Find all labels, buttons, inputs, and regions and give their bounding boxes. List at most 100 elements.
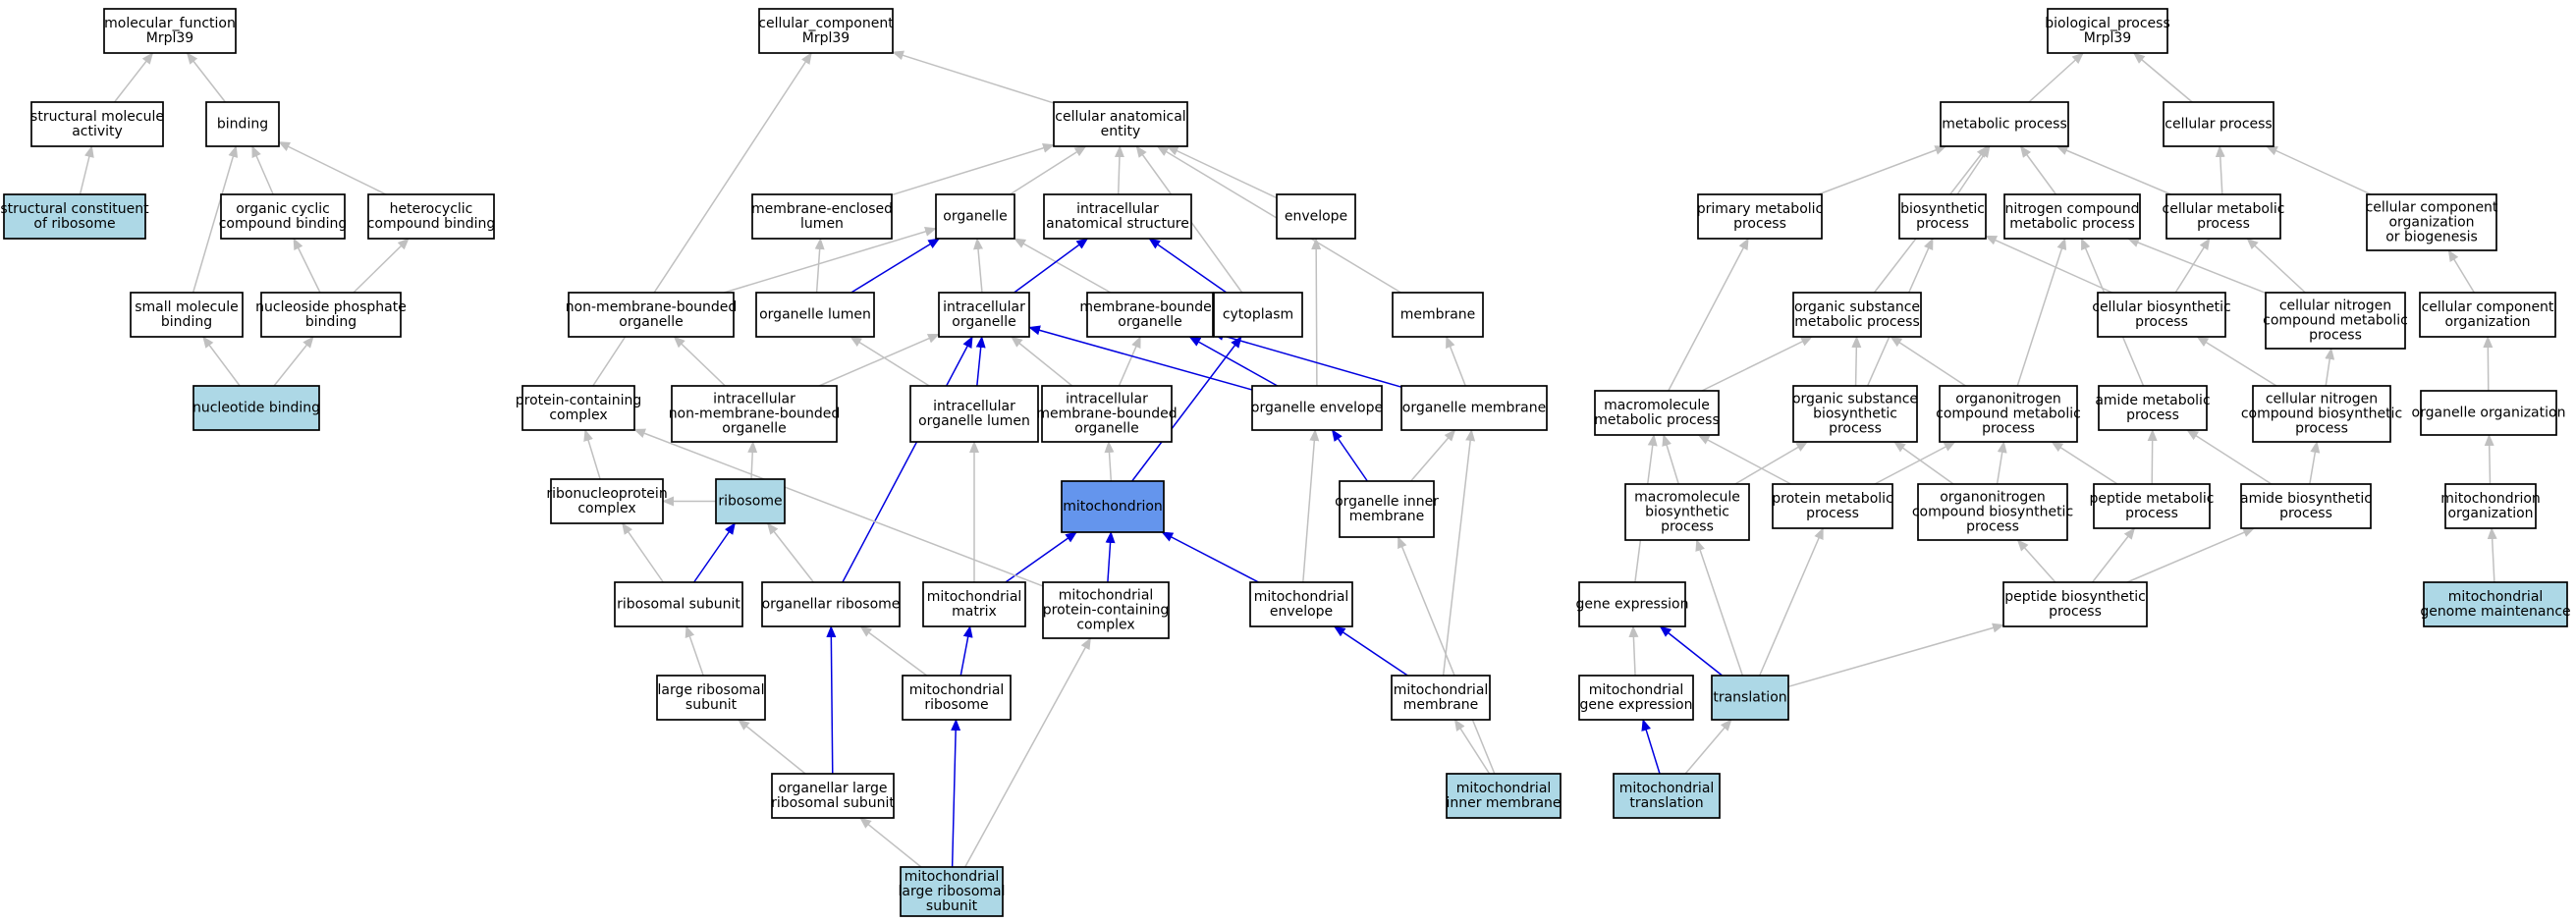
node-box [909, 385, 1039, 443]
node-box [1578, 675, 1694, 721]
node-translation[interactable]: translation [1711, 675, 1789, 721]
node-organelle[interactable]: organelle [935, 193, 1015, 240]
node-inmbo[interactable]: intracellularnon-membrane-boundedorganel… [669, 385, 841, 443]
node-label-line: activity [72, 124, 123, 139]
edge-olrsu-to-orib [826, 625, 837, 775]
node-oo[interactable]: organelle organization [2412, 390, 2566, 436]
node-label-line: nitrogen compound [2004, 201, 2139, 217]
node-nb[interactable]: nucleotide binding [192, 385, 320, 431]
edge-omem-to-mbo [1212, 331, 1402, 388]
node-label-line: peptide biosynthetic [2004, 589, 2146, 605]
node-box [1400, 385, 1548, 431]
node-box [3, 193, 146, 240]
node-metab[interactable]: metabolic process [1940, 101, 2069, 147]
edge-protmp-to-mmp [1697, 434, 1791, 485]
node-omem[interactable]: organelle membrane [1400, 385, 1548, 431]
node-box [656, 675, 766, 721]
node-box [1213, 292, 1303, 338]
node-mito[interactable]: mitochondrion [1061, 480, 1165, 533]
node-rsu[interactable]: ribosomal subunit [614, 581, 743, 627]
edge-inmbo-to-nmbo [673, 336, 726, 387]
node-membrane[interactable]: membrane [1392, 292, 1484, 338]
node-ribosome[interactable]: ribosome [715, 478, 786, 524]
node-label-line: organization [2444, 314, 2530, 330]
node-envelope[interactable]: envelope [1276, 193, 1356, 240]
node-oenv[interactable]: organelle envelope [1251, 385, 1383, 431]
node-olumen[interactable]: organelle lumen [755, 292, 875, 338]
node-label-line: process [2049, 604, 2102, 620]
node-cytoplasm[interactable]: cytoplasm [1213, 292, 1303, 338]
node-binding[interactable]: binding [205, 101, 280, 147]
node-label-line: macromolecule [1604, 398, 1710, 413]
node-label-line: metabolic process [1794, 314, 1920, 330]
node-label-line: envelope [1285, 209, 1347, 225]
node-ge[interactable]: gene expression [1576, 581, 1689, 627]
edge-mtrans-to-translation [1684, 719, 1732, 775]
node-cellproc[interactable]: cellular process [2163, 101, 2275, 147]
node-box [103, 8, 237, 54]
node-orib[interactable]: organellar ribosome [761, 581, 901, 627]
node-box [220, 193, 346, 240]
node-box [2003, 193, 2141, 240]
node-label-line: biological_process [2045, 16, 2170, 31]
node-label-line: cellular process [2165, 117, 2272, 133]
node-box [1391, 675, 1491, 721]
node-label-line: mitochondrial [1059, 588, 1154, 604]
edge-smb-to-binding [192, 145, 239, 294]
node-label-line: mitochondrion [2440, 491, 2541, 507]
